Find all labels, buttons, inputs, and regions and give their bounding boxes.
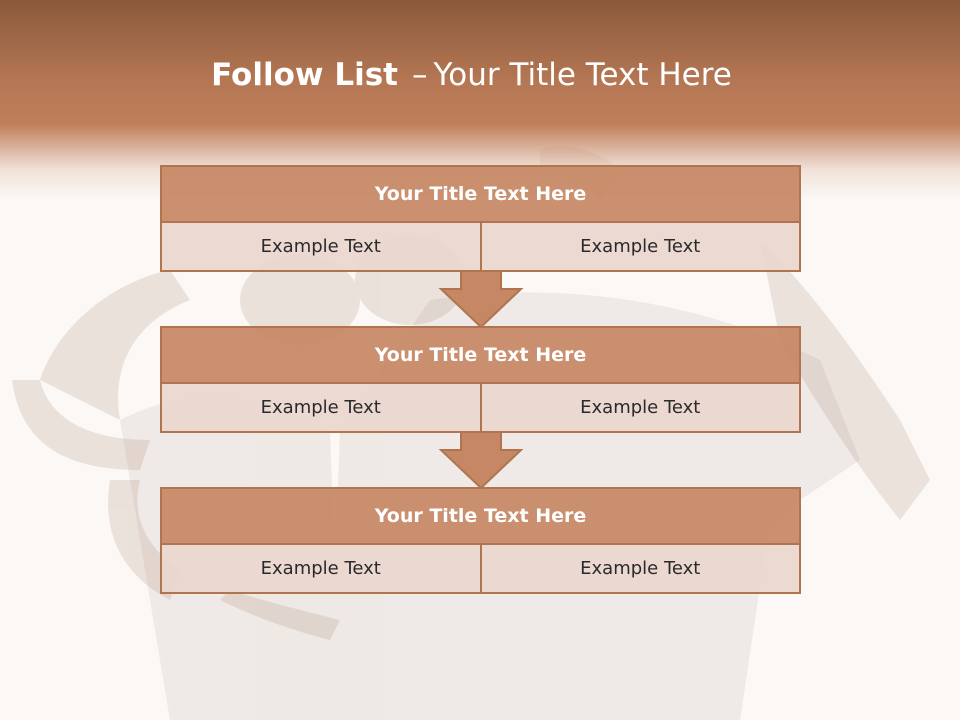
step-right-text[interactable]: Example Text bbox=[481, 545, 801, 594]
slide-title: Follow List–Your Title Text Here bbox=[0, 52, 943, 98]
step-left-text[interactable]: Example Text bbox=[160, 545, 482, 594]
step-title[interactable]: Your Title Text Here bbox=[160, 165, 801, 223]
step-title[interactable]: Your Title Text Here bbox=[160, 487, 801, 545]
step-left-text[interactable]: Example Text bbox=[160, 223, 482, 272]
title-dash: – bbox=[411, 57, 428, 93]
step-box-3: Your Title Text Here Example Text Exampl… bbox=[160, 487, 801, 594]
step-left-text[interactable]: Example Text bbox=[160, 384, 482, 433]
step-right-text[interactable]: Example Text bbox=[481, 384, 801, 433]
down-arrow-icon bbox=[438, 270, 524, 329]
down-arrow-icon bbox=[438, 431, 524, 490]
step-title[interactable]: Your Title Text Here bbox=[160, 326, 801, 384]
title-bold-part: Follow List bbox=[211, 57, 398, 93]
step-right-text[interactable]: Example Text bbox=[481, 223, 801, 272]
title-rest-part: Your Title Text Here bbox=[433, 57, 732, 93]
step-box-2: Your Title Text Here Example Text Exampl… bbox=[160, 326, 801, 433]
step-box-1: Your Title Text Here Example Text Exampl… bbox=[160, 165, 801, 272]
